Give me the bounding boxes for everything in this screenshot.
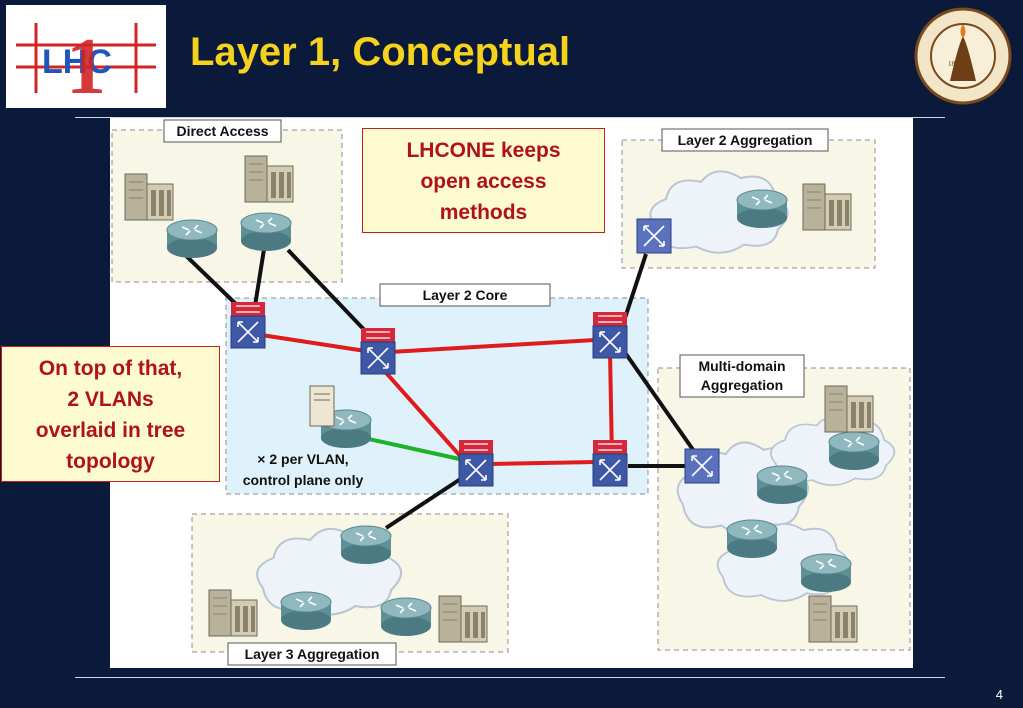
svg-text:Direct Access: Direct Access xyxy=(176,123,268,139)
svg-text:Layer 2 Core: Layer 2 Core xyxy=(423,287,508,303)
svg-text:Multi-domain: Multi-domain xyxy=(698,358,785,374)
logo-numeral: 1 xyxy=(66,23,106,108)
control-plane-note-1: × 2 per VLAN, xyxy=(257,451,348,467)
callout-vlans: On top of that, 2 VLANs overlaid in tree… xyxy=(1,346,220,482)
router-icon xyxy=(280,591,332,631)
core-switch-icon xyxy=(458,439,494,487)
switch-icon xyxy=(684,448,720,484)
core-switch-icon xyxy=(592,439,628,487)
callout-lhcone-line3: methods xyxy=(439,201,528,224)
router-icon xyxy=(166,219,218,259)
lhc-logo-graphic: LHC 1 xyxy=(16,23,156,111)
label-layer3-aggregation: Layer 3 Aggregation xyxy=(227,642,397,666)
router-icon xyxy=(240,212,292,252)
label-direct-access: Direct Access xyxy=(163,119,282,143)
callout-lhcone-line2: open access xyxy=(420,170,547,193)
logo-text: LHC xyxy=(42,43,112,81)
router-icon xyxy=(736,189,788,229)
router-icon xyxy=(828,431,880,471)
label-multidomain-aggregation: Multi-domain Aggregation xyxy=(679,354,805,398)
lhc-logo: LHC 1 xyxy=(6,5,166,111)
control-plane-note-2: control plane only xyxy=(243,472,364,488)
callout-vlans-line2: 2 VLANs xyxy=(67,388,154,411)
bottom-rule xyxy=(75,677,945,678)
page-number: 4 xyxy=(995,687,1003,702)
switch-icon xyxy=(636,218,672,254)
svg-text:Layer 3 Aggregation: Layer 3 Aggregation xyxy=(245,646,380,662)
core-switch-icon xyxy=(360,327,396,375)
seal-year: 1891 xyxy=(948,60,963,68)
callout-vlans-line3: overlaid in tree xyxy=(35,419,186,442)
router-icon xyxy=(340,525,392,565)
torch-icon xyxy=(950,36,976,81)
callout-lhcone: LHCONE keeps open access methods xyxy=(362,128,605,233)
label-layer2-core: Layer 2 Core xyxy=(379,283,551,307)
callout-vlans-line4: topology xyxy=(66,450,155,473)
router-icon xyxy=(756,465,808,505)
router-icon xyxy=(800,553,852,593)
callout-lhcone-line1: LHCONE keeps xyxy=(406,139,561,162)
control-server-icon xyxy=(309,385,335,427)
core-switch-icon xyxy=(592,311,628,359)
svg-text:Aggregation: Aggregation xyxy=(701,377,783,393)
label-layer2-aggregation: Layer 2 Aggregation xyxy=(661,128,829,152)
router-icon xyxy=(726,519,778,559)
caltech-seal: 1891 xyxy=(908,6,1018,106)
core-switch-icon xyxy=(230,301,266,349)
slide-title: Layer 1, Conceptual xyxy=(190,30,571,74)
top-rule xyxy=(75,117,945,118)
svg-text:Layer 2 Aggregation: Layer 2 Aggregation xyxy=(678,132,813,148)
router-icon xyxy=(380,597,432,637)
callout-vlans-line1: On top of that, xyxy=(38,357,183,380)
